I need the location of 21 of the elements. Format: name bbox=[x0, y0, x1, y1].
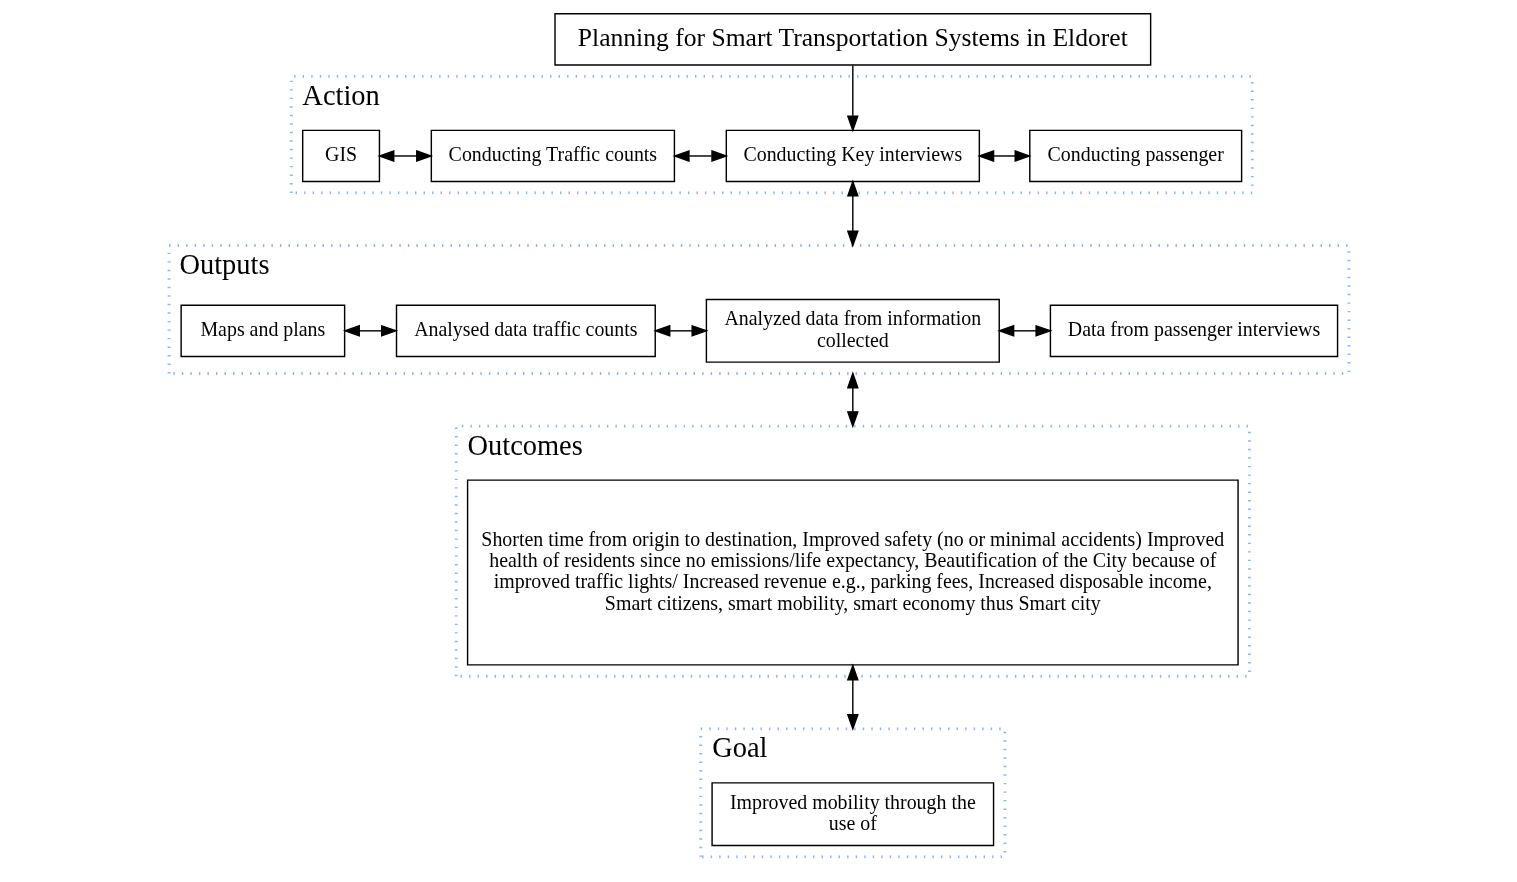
node-box: Analyzed data from information collected bbox=[705, 298, 1000, 363]
node-box: Analysed data traffic counts bbox=[395, 304, 656, 358]
arrow bbox=[846, 371, 859, 429]
node-box: GIS bbox=[301, 129, 380, 183]
arrow bbox=[996, 324, 1052, 337]
node-box: Conducting Key interviews bbox=[725, 129, 980, 183]
arrow bbox=[376, 150, 433, 162]
node-box: Shorten time from origin to destination, Improved safety (no or minimal accidents) Improved health of residents since no emissions/life expectancy, Beautification of the City because of improved traffic lights/ Increased revenue e.g., parking fees, Increased disposable income, Smart citizens, smart mobility, smart economy thus Smart city bbox=[466, 479, 1239, 666]
node-box: Planning for Smart Transportation Systems in Eldoret bbox=[553, 13, 1151, 66]
node-box: Improved mobility through the use of bbox=[710, 782, 994, 847]
node-box: Conducting Traffic counts bbox=[430, 129, 675, 183]
node-box: Conducting passenger bbox=[1028, 129, 1242, 183]
arrow bbox=[846, 663, 859, 731]
arrow bbox=[846, 179, 859, 248]
arrow bbox=[342, 324, 398, 337]
arrow bbox=[976, 150, 1032, 162]
node-box: Maps and plans bbox=[179, 304, 345, 358]
arrow bbox=[652, 324, 708, 337]
arrow bbox=[846, 64, 859, 133]
arrow bbox=[672, 150, 728, 162]
node-box: Data from passenger interviews bbox=[1049, 304, 1338, 358]
